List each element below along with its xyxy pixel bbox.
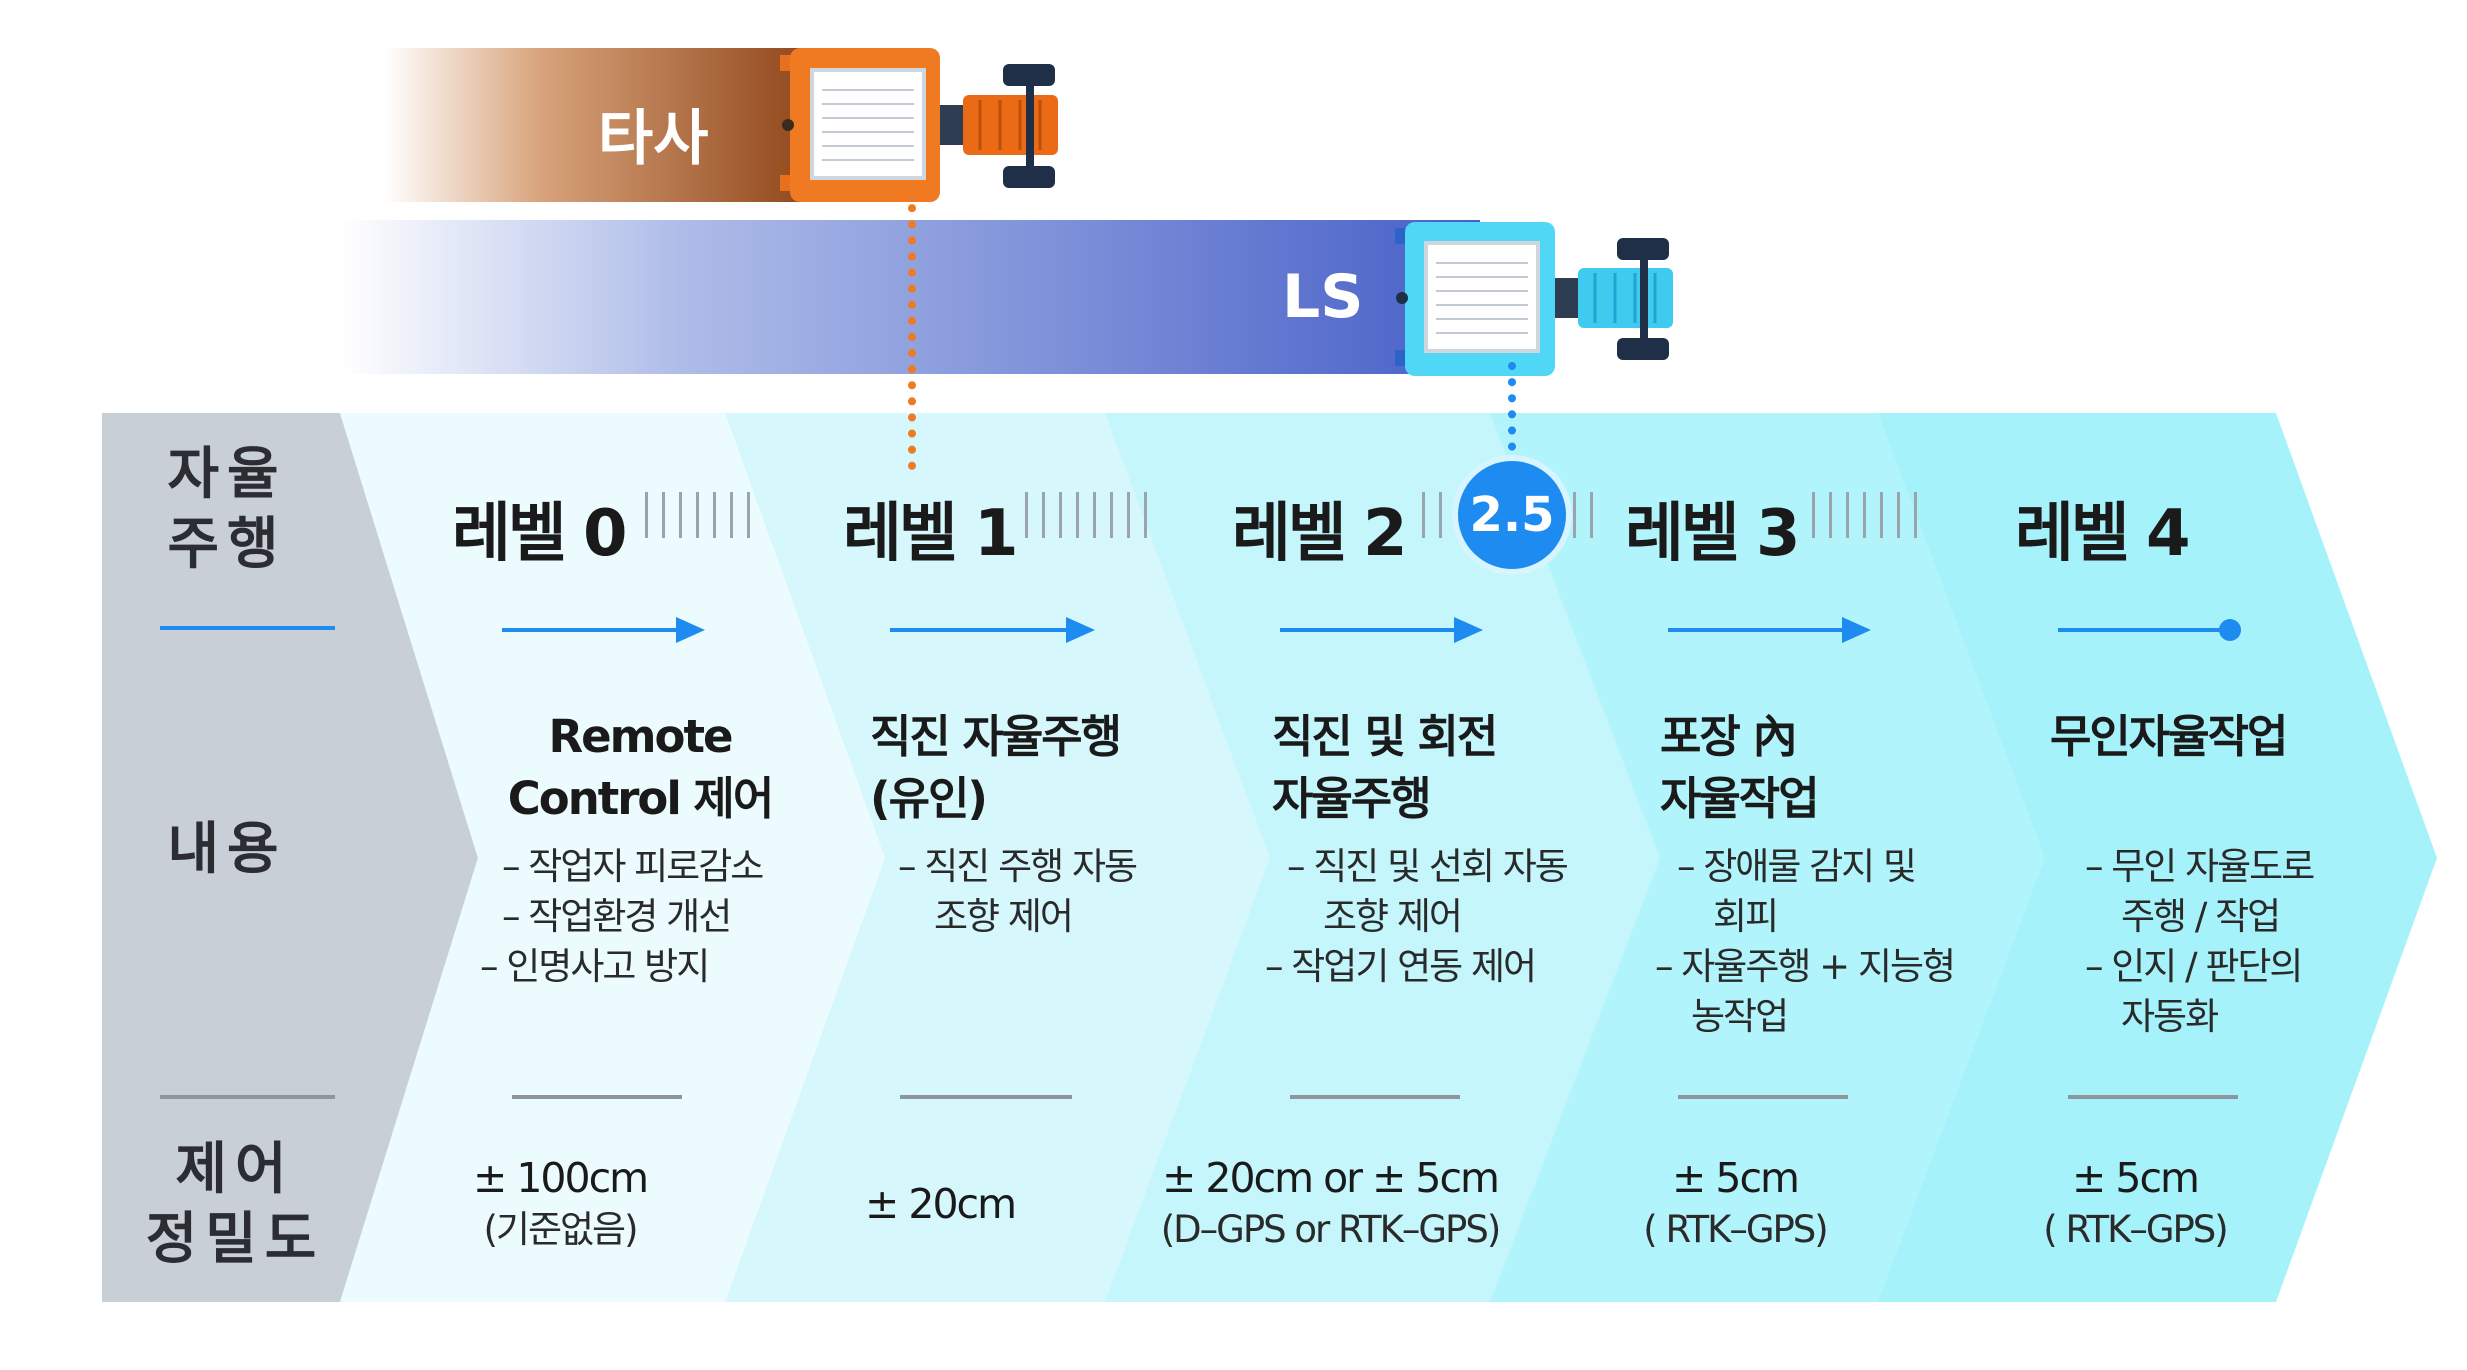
level-1-bullets: – 직진 주행 자동 조향 제어 [898,842,1138,942]
level-3-precision: ± 5cm [1672,1154,1800,1202]
level-4-bullet: – 무인 자율도로 [2085,845,2315,888]
level-0-precision-note: (기준없음) [483,1208,638,1251]
level-2-precision-note: (D–GPS or RTK–GPS) [1160,1208,1502,1251]
tick-group-badge-3 [1573,490,1593,540]
level-3-bullet: 회피 [1713,895,1779,938]
tick-group-0-1 [645,490,750,540]
level-3-name: 레벨 3 [1625,497,1801,571]
level-4-bullet: 주행 / 작업 [2121,895,2281,938]
chevron-level-4 [1850,413,2437,1302]
level-0-precision-block: ± 100cm (기준없음) [440,1152,680,1256]
level-1-precision: ± 20cm [864,1180,1017,1228]
row-label-panel [102,413,478,1302]
chevron-level-2 [1080,413,1660,1302]
level-4-name: 레벨 4 [2015,497,2191,571]
arrow-level-1 [890,617,1095,643]
chevron-level-0 [340,413,885,1302]
level-0-bullet: – 작업환경 개선 [502,895,732,938]
level-2-name: 레벨 2 [1232,497,1408,571]
level-1-bullet: – 직진 주행 자동 [898,845,1138,888]
ls-label: LS [1282,262,1364,332]
level-1-title: 직진 자율주행 (유인) [870,710,1122,825]
level-0-precision: ± 100cm [472,1154,649,1202]
arrow-level-4 [2058,619,2241,641]
level-4-precision: ± 5cm [2072,1154,2200,1202]
tick-group-2-badge [1422,490,1442,540]
level-3-bullets: – 장애물 감지 및 회피 – 자율주행 + 지능형 농작업 [1655,842,1956,1042]
level-2-bullet: 조향 제어 [1323,895,1463,938]
level-4-bullet: 자동화 [2121,995,2219,1038]
other-company-bar [385,48,835,202]
level-3-bullet: – 장애물 감지 및 [1677,845,1917,888]
level-2-bullet: – 작업기 연동 제어 [1265,945,1537,988]
tick-group-1-2 [1025,490,1147,540]
level-2-precision-block: ± 20cm or ± 5cm (D–GPS or RTK–GPS) [1150,1152,1510,1256]
tractor-ls-icon [1395,222,1673,376]
level-3-bullet: – 자율주행 + 지능형 [1655,945,1956,988]
level-3-bullet: 농작업 [1691,995,1789,1038]
level-2-precision: ± 20cm or ± 5cm [1162,1154,1500,1202]
level-1-name: 레벨 1 [843,497,1019,571]
level-4-title: 무인자율작업 [2050,710,2288,763]
tractor-other-icon [780,48,1058,202]
level-0-title: Remote Control 제어 [507,710,775,825]
level-1-bullet: 조향 제어 [934,895,1074,938]
level-4-precision-note: ( RTK–GPS) [2043,1208,2228,1251]
row-label-content: 내용 [167,817,287,882]
arrow-level-0 [502,617,705,643]
level-4-bullets: – 무인 자율도로 주행 / 작업 – 인지 / 판단의 자동화 [2085,842,2315,1042]
level-4-bullet: – 인지 / 판단의 [2085,945,2303,988]
level-2-title: 직진 및 회전 자율주행 [1272,710,1498,825]
level-3-precision-note: ( RTK–GPS) [1643,1208,1828,1251]
ls-bar [340,220,1480,374]
arrow-level-2 [1280,617,1483,643]
chevron-level-1 [700,413,1270,1302]
level-3-precision-block: ± 5cm ( RTK–GPS) [1625,1152,1845,1256]
other-company-label: 타사 [598,104,709,174]
arrow-level-3 [1668,617,1871,643]
row-label-autonomous: 자율 주행 [167,442,287,577]
level-4-precision-block: ± 5cm ( RTK–GPS) [2025,1152,2245,1256]
row-label-precision: 제어 정밀도 [145,1137,325,1272]
level-0-bullet: – 작업자 피로감소 [502,845,764,888]
chevron-level-3 [1465,413,2045,1302]
level-2-bullet: – 직진 및 선회 자동 [1287,845,1569,888]
level-2-bullets: – 직진 및 선회 자동 조향 제어 – 작업기 연동 제어 [1265,842,1569,992]
level-0-name: 레벨 0 [452,497,628,571]
level-1-precision-block: ± 20cm [840,1178,1040,1230]
tick-group-3-4 [1812,490,1917,540]
level-0-bullets: – 작업자 피로감소 – 작업환경 개선 – 인명사고 방지 [480,842,764,992]
level-3-title: 포장 內 자율작업 [1660,710,1820,825]
level-2-5-badge: 2.5 [1458,461,1566,569]
level-0-bullet: – 인명사고 방지 [480,945,710,988]
